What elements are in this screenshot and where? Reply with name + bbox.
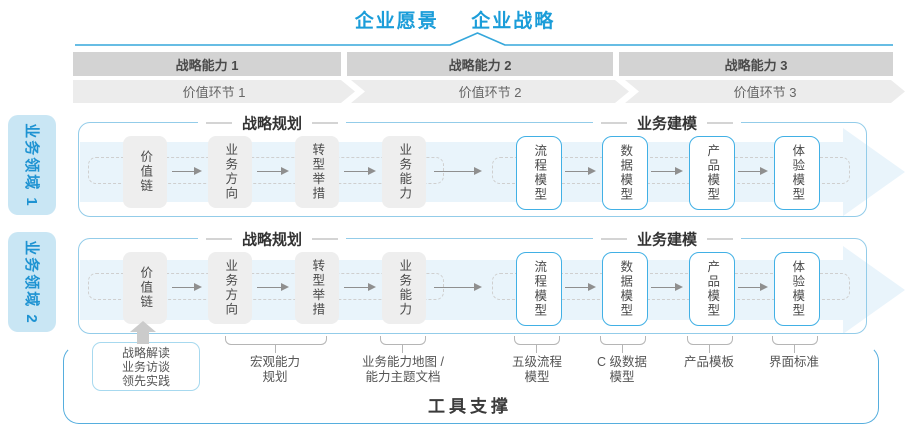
annotation-macro-capability: 宏观能力 规划 bbox=[249, 355, 301, 384]
box-value-chain-row1: 价值链 bbox=[123, 136, 167, 208]
flow-arrow-icon bbox=[257, 283, 289, 291]
box-data-model-row1: 数据模型 bbox=[602, 136, 648, 210]
bracket-stem bbox=[709, 344, 710, 353]
box-value-chain-row2: 价值链 bbox=[123, 252, 167, 324]
flow-arrow-icon bbox=[738, 283, 768, 291]
dashed-guide-row1-right bbox=[492, 157, 850, 184]
capability-label: 战略能力 3 bbox=[724, 57, 788, 73]
tool-support-container bbox=[63, 345, 879, 424]
annotation-data-model: C 级数据 模型 bbox=[596, 355, 648, 384]
annotation-ui-standard: 界面标准 bbox=[768, 355, 820, 369]
domain-row-1-container bbox=[78, 122, 867, 217]
bracket-ui-standard bbox=[772, 336, 818, 345]
flow-arrow-icon bbox=[257, 167, 289, 175]
box-product-model-row2: 产品模型 bbox=[689, 252, 735, 326]
tool-support-title: 工具支撑 bbox=[428, 397, 512, 416]
flow-arrow-icon bbox=[651, 283, 683, 291]
bracket-macro-capability bbox=[225, 336, 327, 345]
title-underline-caret bbox=[75, 32, 893, 46]
flow-arrow-icon bbox=[344, 167, 376, 175]
section-header-label: 战略规划 bbox=[241, 115, 303, 133]
flow-arrow-icon bbox=[565, 167, 596, 175]
flow-arrow-icon bbox=[565, 283, 596, 291]
annotation-product-template: 产品模板 bbox=[683, 355, 735, 369]
up-arrow-icon bbox=[130, 321, 156, 344]
bracket-product-template bbox=[687, 336, 733, 345]
up-arrow-head bbox=[130, 321, 156, 332]
bracket-data-model bbox=[600, 336, 646, 345]
flow-arrow-icon bbox=[434, 283, 482, 291]
up-arrow-stem bbox=[137, 331, 149, 344]
diagram-title: 企业愿景 企业战略 bbox=[0, 6, 910, 33]
section-header-label: 业务建模 bbox=[636, 115, 698, 133]
section-header-modeling-row2: 业务建模 bbox=[592, 228, 742, 250]
value-chain-chevron-1: 价值环节 1 bbox=[73, 80, 355, 103]
section-header-planning-row2: 战略规划 bbox=[197, 228, 347, 250]
capability-bar-1: 战略能力 1 bbox=[73, 52, 341, 76]
value-chain-label: 价值环节 1 bbox=[182, 85, 246, 100]
capability-label: 战略能力 2 bbox=[448, 57, 512, 73]
annotation-process-model: 五级流程 模型 bbox=[511, 355, 563, 384]
vision-title: 企业愿景 bbox=[354, 11, 439, 32]
box-process-model-row2: 流程模型 bbox=[516, 252, 562, 326]
capability-bar-3: 战略能力 3 bbox=[619, 52, 893, 76]
strategy-title: 企业战略 bbox=[471, 11, 556, 32]
annotation-capability-map: 业务能力地图 / 能力主题文档 bbox=[362, 355, 444, 384]
box-business-capability-row1: 业务能力 bbox=[382, 136, 426, 208]
dashed-guide-row1-left bbox=[88, 157, 444, 184]
flow-arrow-icon bbox=[738, 167, 768, 175]
box-process-model-row1: 流程模型 bbox=[516, 136, 562, 210]
strategy-input-callout: 战略解读 业务访谈 领先实践 bbox=[92, 342, 200, 391]
business-domain-tab-1: 业务领域 1 bbox=[8, 115, 56, 215]
dashed-guide-row2-left bbox=[88, 273, 444, 300]
flow-arrow-icon bbox=[172, 283, 202, 291]
bracket-capability-map bbox=[380, 336, 426, 345]
box-transformation-initiative-row1: 转型举措 bbox=[295, 136, 339, 208]
bracket-stem bbox=[402, 344, 403, 353]
bracket-stem bbox=[275, 344, 276, 353]
capability-bar-2: 战略能力 2 bbox=[347, 52, 613, 76]
business-domain-tab-2: 业务领域 2 bbox=[8, 232, 56, 332]
bracket-stem bbox=[622, 344, 623, 353]
bracket-stem bbox=[536, 344, 537, 353]
value-chain-label: 价值环节 3 bbox=[733, 85, 797, 100]
value-chain-chevron-3: 价值环节 3 bbox=[625, 80, 905, 103]
box-experience-model-row2: 体验模型 bbox=[774, 252, 820, 326]
domain-label: 业务领域 2 bbox=[22, 239, 40, 325]
flow-arrow-icon bbox=[651, 167, 683, 175]
value-chain-chevron-2: 价值环节 2 bbox=[351, 80, 629, 103]
flow-arrow-icon bbox=[172, 167, 202, 175]
flow-arrow-icon bbox=[434, 167, 482, 175]
box-transformation-initiative-row2: 转型举措 bbox=[295, 252, 339, 324]
box-product-model-row1: 产品模型 bbox=[689, 136, 735, 210]
flow-arrow-icon bbox=[344, 283, 376, 291]
box-business-direction-row2: 业务方向 bbox=[208, 252, 252, 324]
box-experience-model-row1: 体验模型 bbox=[774, 136, 820, 210]
bracket-stem bbox=[794, 344, 795, 353]
box-business-direction-row1: 业务方向 bbox=[208, 136, 252, 208]
bracket-process-model bbox=[514, 336, 560, 345]
value-chain-label: 价值环节 2 bbox=[458, 85, 522, 100]
box-business-capability-row2: 业务能力 bbox=[382, 252, 426, 324]
dashed-guide-row2-right bbox=[492, 273, 850, 300]
domain-row-2-container bbox=[78, 238, 867, 334]
domain-label: 业务领域 1 bbox=[22, 122, 40, 208]
section-header-planning-row1: 战略规划 bbox=[197, 112, 347, 134]
box-data-model-row2: 数据模型 bbox=[602, 252, 648, 326]
section-header-label: 业务建模 bbox=[636, 231, 698, 249]
section-header-modeling-row1: 业务建模 bbox=[592, 112, 742, 134]
capability-label: 战略能力 1 bbox=[175, 57, 239, 73]
section-header-label: 战略规划 bbox=[241, 231, 303, 249]
